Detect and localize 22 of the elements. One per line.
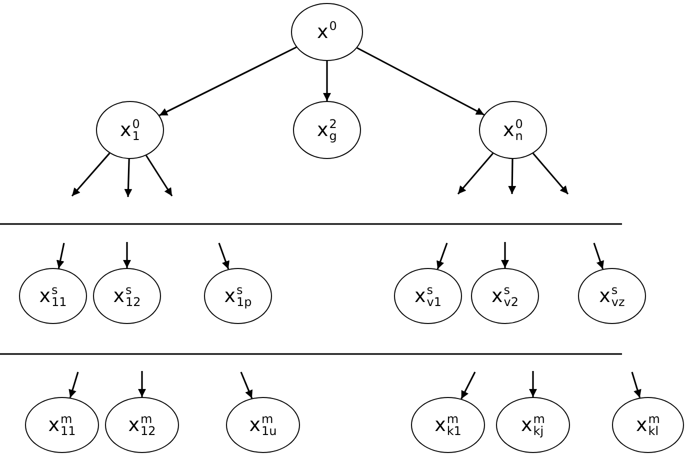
arrow	[323, 61, 331, 101]
state-ellipse: x$^{0}$	[291, 3, 363, 61]
arrow	[457, 152, 494, 195]
arrow	[71, 152, 110, 197]
arrow	[138, 371, 146, 397]
arrow	[56, 242, 65, 269]
arrow	[460, 372, 476, 400]
arrow	[240, 372, 253, 399]
arrow	[356, 47, 484, 116]
arrow	[146, 155, 173, 196]
arrow	[508, 158, 516, 194]
arrow	[218, 242, 230, 270]
arrow	[631, 372, 642, 398]
arrow	[68, 372, 79, 398]
arrow	[593, 242, 604, 270]
arrow	[529, 371, 537, 397]
arrow	[436, 242, 448, 270]
arrow	[124, 158, 132, 198]
arrow	[159, 46, 297, 116]
arrow	[532, 152, 569, 195]
arrow	[501, 242, 509, 268]
arrow	[123, 242, 131, 268]
